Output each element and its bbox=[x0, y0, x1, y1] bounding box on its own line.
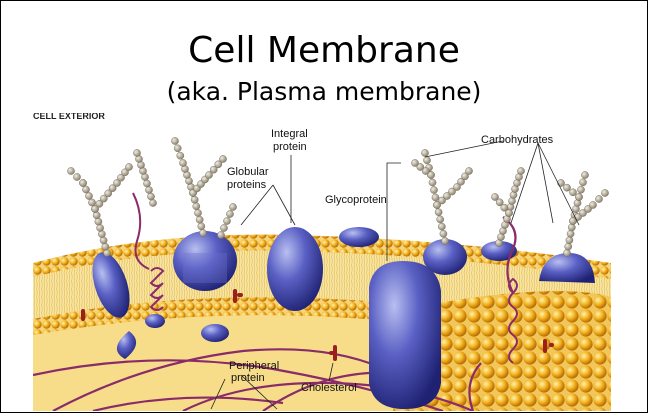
label-carbohydrates: Carbohydrates bbox=[481, 134, 554, 146]
carbohydrate-bead bbox=[73, 173, 80, 180]
carbohydrate-bead bbox=[229, 203, 236, 210]
label-globular-proteins-line1: Globular bbox=[227, 166, 269, 178]
slide-title: Cell Membrane bbox=[1, 31, 647, 71]
carbohydrate-bead bbox=[149, 199, 156, 206]
label-integral-protein-line2: protein bbox=[273, 141, 307, 153]
peripheral-protein bbox=[201, 324, 229, 342]
carbohydrate-bead bbox=[577, 186, 584, 193]
carbohydrate-bead bbox=[601, 189, 608, 196]
carbohydrate-bead bbox=[517, 167, 524, 174]
carbohydrate-bead bbox=[563, 184, 570, 191]
carbohydrate-bead bbox=[411, 159, 418, 166]
carbohydrate-bead bbox=[223, 217, 230, 224]
carbohydrate-bead bbox=[579, 179, 586, 186]
carbohydrate-bead bbox=[194, 209, 201, 216]
carbohydrate-bead bbox=[147, 193, 154, 200]
carbohydrate-bead bbox=[440, 230, 447, 237]
carbohydrate-bead bbox=[430, 186, 437, 193]
label-glycoprotein: Glycoprotein bbox=[325, 194, 387, 206]
label-integral-protein-line1: Integral bbox=[271, 128, 308, 140]
carbohydrate-bead bbox=[79, 179, 86, 186]
carbohydrate-bead bbox=[145, 186, 152, 193]
carbohydrate-bead bbox=[93, 212, 100, 219]
carbohydrate-bead bbox=[171, 137, 178, 144]
carbohydrate-bead bbox=[198, 223, 205, 230]
carbohydrate-bead bbox=[581, 171, 588, 178]
carbohydrate-bead bbox=[88, 199, 95, 206]
carbohydrate-bead bbox=[568, 224, 575, 231]
carbohydrate-bead bbox=[491, 193, 498, 200]
carbohydrate-bead bbox=[177, 152, 184, 159]
label-cell-exterior: CELL EXTERIOR bbox=[33, 113, 105, 121]
carbohydrate-bead bbox=[179, 159, 186, 166]
carbohydrate-bead bbox=[220, 224, 227, 231]
carbohydrate-bead bbox=[441, 237, 448, 244]
integral-protein bbox=[267, 227, 323, 311]
carbohydrate-bead bbox=[125, 163, 132, 170]
carbohydrate-bead bbox=[565, 243, 572, 250]
carbohydrate-bead bbox=[226, 210, 233, 217]
carbohydrate-bead bbox=[423, 157, 430, 164]
carbohydrate-bead bbox=[438, 223, 445, 230]
carbohydrate-bead bbox=[82, 186, 89, 193]
channel-protein-large bbox=[369, 261, 441, 409]
carbohydrate-bead bbox=[143, 180, 150, 187]
carbohydrate-bead bbox=[103, 249, 110, 256]
carbohydrate-bead bbox=[432, 194, 439, 201]
carbohydrate-bead bbox=[191, 196, 198, 203]
carbohydrate-bead bbox=[429, 179, 436, 186]
carbohydrate-bead bbox=[95, 218, 102, 225]
carbohydrate-bead bbox=[174, 145, 181, 152]
carbohydrate-bead bbox=[193, 203, 200, 210]
carbohydrate-bead bbox=[567, 230, 574, 237]
carbohydrate-bead bbox=[85, 192, 92, 199]
carbohydrate-bead bbox=[421, 149, 428, 156]
carbohydrate-bead bbox=[100, 237, 107, 244]
carbohydrate-bead bbox=[97, 224, 104, 231]
label-peripheral-protein-line1: Peripheral bbox=[229, 360, 279, 372]
carbohydrate-bead bbox=[219, 155, 226, 162]
carbohydrate-bead bbox=[196, 216, 203, 223]
carbohydrate-bead bbox=[435, 209, 442, 216]
membrane-diagram: CELL EXTERIOR Integral protein Globular … bbox=[33, 113, 611, 411]
label-peripheral-protein-line2: protein bbox=[231, 372, 265, 384]
label-globular-proteins-line2: proteins bbox=[227, 179, 267, 191]
carbohydrate-bead bbox=[566, 237, 573, 244]
carbohydrate-bead bbox=[133, 149, 140, 156]
carbohydrate-bead bbox=[437, 216, 444, 223]
carbohydrate-bead bbox=[217, 231, 224, 238]
slide-subtitle: (aka. Plasma membrane) bbox=[1, 77, 647, 107]
carbohydrate-bead bbox=[563, 249, 570, 256]
carbohydrate-bead bbox=[199, 229, 206, 236]
label-cholesterol: Cholesterol bbox=[301, 382, 357, 394]
carbohydrate-bead bbox=[102, 243, 109, 250]
carbohydrate-bead bbox=[575, 193, 582, 200]
carbohydrate-bead bbox=[465, 167, 472, 174]
carbohydrate-bead bbox=[557, 179, 564, 186]
membrane-illustration: CELL EXTERIOR Integral protein Globular … bbox=[33, 113, 611, 411]
carbohydrate-bead bbox=[67, 167, 74, 174]
carbohydrate-bead bbox=[589, 201, 596, 208]
carbohydrate-bead bbox=[595, 195, 602, 202]
carbohydrate-bead bbox=[569, 189, 576, 196]
